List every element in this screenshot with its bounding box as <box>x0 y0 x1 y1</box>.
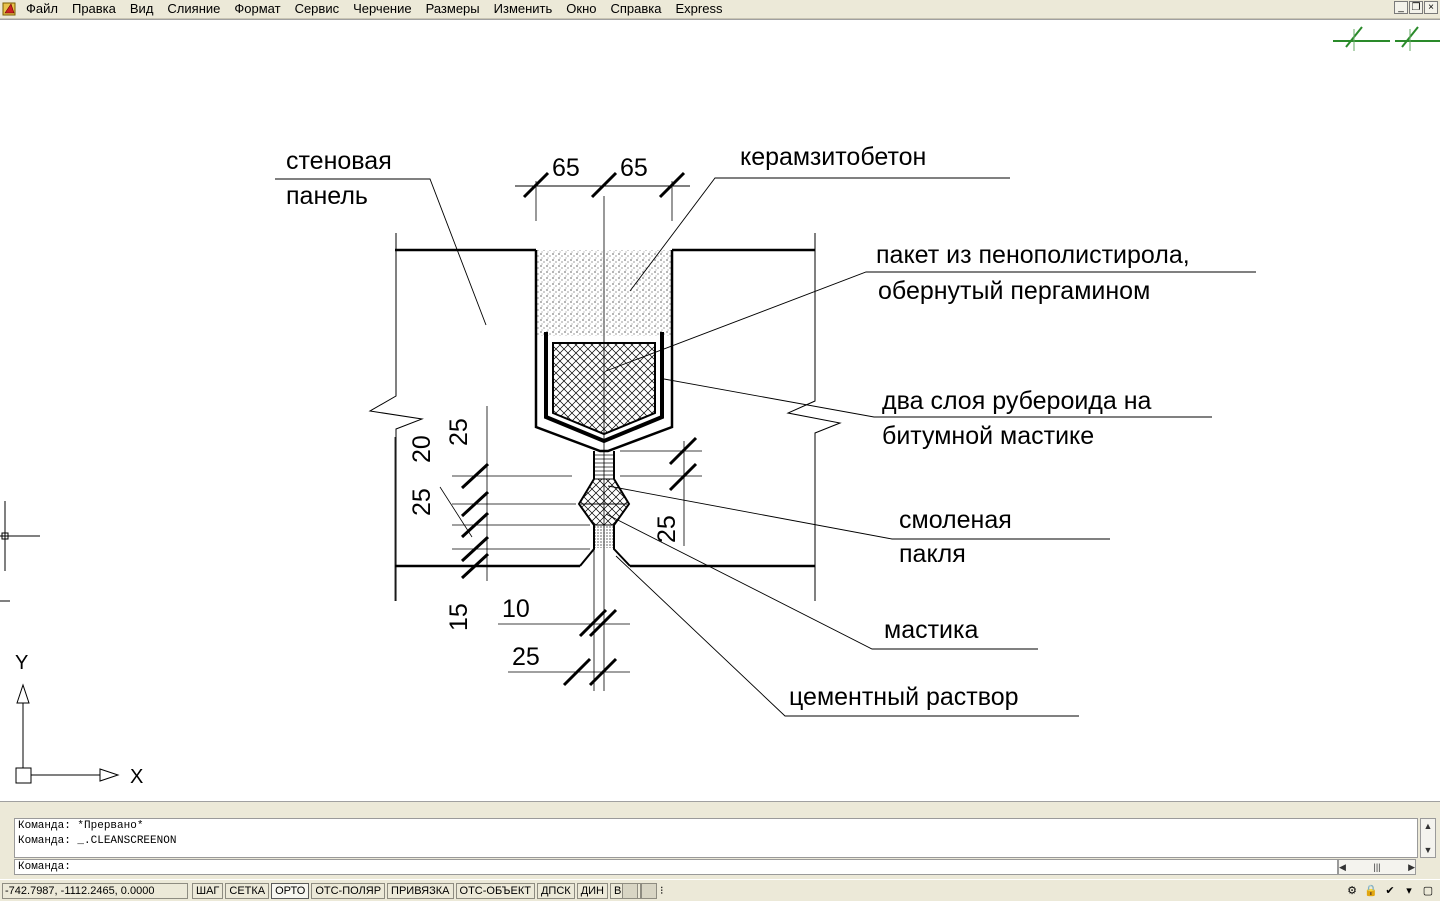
label-wall-panel-line2: панель <box>286 182 368 210</box>
minimize-icon[interactable]: _ <box>1394 1 1408 14</box>
command-input[interactable]: Команда: <box>14 859 1338 875</box>
scroll-down-icon[interactable]: ▼ <box>1423 845 1433 855</box>
menu-item-4[interactable]: Формат <box>234 1 281 16</box>
joint-cavity <box>534 196 674 691</box>
dim-top-left: 65 <box>552 154 580 182</box>
close-icon[interactable]: × <box>1424 1 1438 14</box>
label-mastic: мастика <box>884 616 978 644</box>
menu-item-11[interactable]: Express <box>675 1 723 16</box>
status-toggle-0[interactable]: ШАГ <box>192 883 224 899</box>
status-toggle-6[interactable]: ДПСК <box>536 883 575 899</box>
menu-item-10[interactable]: Справка <box>610 1 662 16</box>
tray-expander-icon[interactable]: ⁝ <box>660 885 664 897</box>
dim-left-20: 20 <box>408 435 436 463</box>
label-ruberoid-line2: битумной мастике <box>882 422 1094 450</box>
right-dimensions <box>620 436 702 546</box>
status-toggle-5[interactable]: ОТС-ОБЪЕКТ <box>455 883 535 899</box>
command-prompt: Команда: <box>18 861 71 873</box>
command-window: Команда: *Прервано* Команда: _.CLEANSCRE… <box>0 801 1440 880</box>
coordinates-readout[interactable]: -742.7987, -1112.2465, 0.0000 <box>2 883 188 899</box>
tray-menu-icon[interactable]: ▾ <box>1406 885 1412 897</box>
command-horizontal-scrollbar[interactable]: ◀ ||| ▶ <box>1338 859 1416 875</box>
label-tarred-tow-line1: смоленая <box>899 506 1012 534</box>
menu-item-1[interactable]: Правка <box>71 1 116 16</box>
status-toggle-7[interactable]: ДИН <box>576 883 609 899</box>
menu-bar: Файл Правка Вид Слияние Формат Сервис Черчение… <box>0 0 1440 19</box>
menu-item-8[interactable]: Изменить <box>493 1 553 16</box>
scroll-thumb[interactable]: ||| <box>1373 862 1381 872</box>
annotation-labels: стеновая панель керамзитобетон пакет из … <box>286 143 1190 711</box>
scroll-up-icon[interactable]: ▲ <box>1423 821 1433 831</box>
label-expanded-clay-concrete: керамзитобетон <box>740 143 926 171</box>
dim-left-25-lower: 25 <box>408 488 436 516</box>
dim-right-25: 25 <box>653 515 681 543</box>
menu-item-9[interactable]: Окно <box>566 1 597 16</box>
window-controls: _ ❐ × <box>1394 1 1438 14</box>
scroll-left-icon[interactable]: ◀ <box>1339 861 1346 872</box>
autocad-app-icon[interactable] <box>2 1 18 16</box>
label-foam-pack-line2: обернутый пергамином <box>878 277 1150 305</box>
scroll-right-icon[interactable]: ▶ <box>1408 861 1415 872</box>
status-toggle-3[interactable]: ОТС-ПОЛЯР <box>311 883 386 899</box>
dim-top-right: 65 <box>620 154 648 182</box>
layout-icon[interactable] <box>641 883 657 899</box>
bottom-dimensions <box>498 549 630 691</box>
viewport-marks <box>1333 26 1440 51</box>
drawing-canvas[interactable]: стеновая панель керамзитобетон пакет из … <box>0 19 1440 801</box>
history-line-1: Команда: *Прервано* <box>18 820 144 832</box>
menu-item-7[interactable]: Размеры <box>425 1 480 16</box>
ucs-x-label: X <box>130 766 143 788</box>
menu-item-5[interactable]: Сервис <box>294 1 340 16</box>
top-dimensions <box>515 171 690 221</box>
dim-left-25-upper: 25 <box>445 418 473 446</box>
left-dimensions <box>394 406 590 601</box>
clean-screen-icon[interactable]: ▢ <box>1422 885 1434 897</box>
menu-item-0[interactable]: Файл <box>26 1 58 16</box>
lock-icon[interactable]: 🔒 <box>1364 885 1378 897</box>
history-line-2: Команда: _.CLEANSCREENON <box>18 835 177 847</box>
status-toggle-4[interactable]: ПРИВЯЗКА <box>387 883 454 899</box>
command-history: Команда: *Прервано* Команда: _.CLEANSCRE… <box>14 818 1418 858</box>
dim-bottom-25: 25 <box>512 643 540 671</box>
communication-icon[interactable]: ✔ <box>1385 885 1395 897</box>
menu-list: Файл Правка Вид Слияние Формат Сервис Черчение… <box>26 1 736 17</box>
restore-icon[interactable]: ❐ <box>1409 1 1423 14</box>
label-tarred-tow-line2: пакля <box>899 540 966 568</box>
dimension-texts: 65 65 25 20 25 15 25 10 25 <box>408 154 681 671</box>
menu-item-3[interactable]: Слияние <box>167 1 221 16</box>
joint-detail-drawing: стеновая панель керамзитобетон пакет из … <box>0 26 1440 788</box>
status-toggle-2[interactable]: ОРТО <box>271 883 310 899</box>
dim-bottom-10: 10 <box>502 595 530 623</box>
menu-item-2[interactable]: Вид <box>129 1 154 16</box>
label-wall-panel-line1: стеновая <box>286 147 392 175</box>
leader-lines <box>275 177 1256 717</box>
status-tray: ⚙ 🔒 ✔ ▾ ▢ <box>1344 883 1436 899</box>
label-foam-pack-line1: пакет из пенополистирола, <box>876 241 1190 269</box>
status-toggle-1[interactable]: СЕТКА <box>225 883 270 899</box>
menu-item-6[interactable]: Черчение <box>353 1 412 16</box>
dim-left-15: 15 <box>445 603 473 631</box>
status-icons: ⁝ <box>622 883 666 899</box>
label-cement-mortar: цементный раствор <box>789 683 1019 711</box>
ucs-icon: Y X <box>15 652 143 788</box>
wall-panels <box>368 233 842 601</box>
crosshair-cursor <box>0 501 40 602</box>
ucs-y-label: Y <box>15 652 28 674</box>
annotation-scale-icon[interactable]: ⚙ <box>1347 885 1357 897</box>
model-space-icon[interactable] <box>622 883 638 899</box>
command-history-scrollbar[interactable]: ▲ ▼ <box>1420 818 1436 858</box>
label-ruberoid-line1: два слоя рубероида на <box>882 387 1152 415</box>
